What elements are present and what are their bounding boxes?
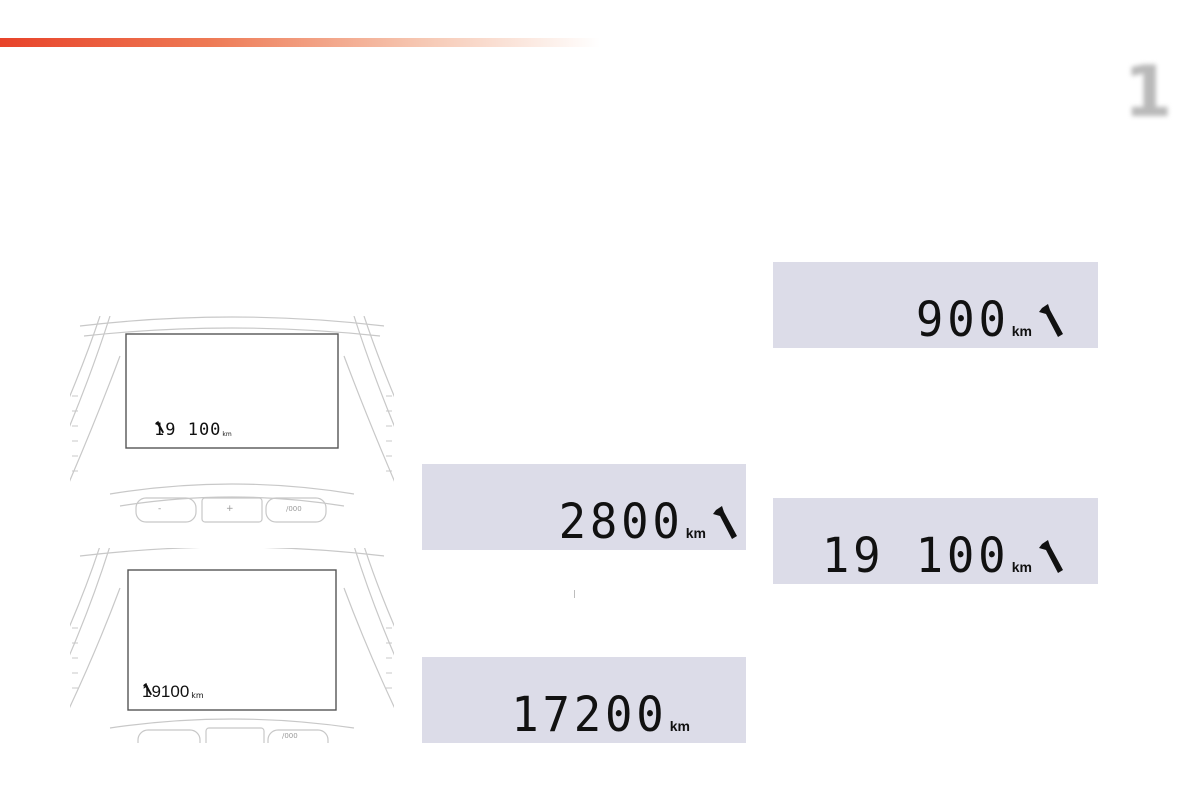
cluster-2-unit: km (191, 691, 204, 700)
cluster-outline-2 (70, 548, 394, 743)
wrench-icon (1039, 304, 1063, 337)
separator-tick (574, 590, 575, 598)
cluster-2-button-reset: /000 (282, 732, 298, 740)
chapter-number: 1 (1123, 51, 1173, 133)
cluster-outline-1 (70, 316, 394, 523)
cluster-1-unit: km (222, 431, 232, 438)
lcd-panel-17200: 17200 km (422, 657, 746, 743)
lcd-panel-2800: 2800 km (422, 464, 746, 550)
cluster-1-button-plus: + (226, 504, 234, 514)
lcd-readout: 2800 km (552, 496, 746, 548)
unit-label: km (685, 525, 706, 541)
mileage-value: 900 (915, 292, 1010, 348)
mileage-value: 2800 (558, 494, 684, 550)
unit-label: km (1011, 323, 1032, 339)
header-accent-bar (0, 38, 600, 47)
instrument-cluster-2: 19100 km /000 (70, 548, 394, 743)
cluster-1-button-minus: - (158, 504, 162, 514)
cluster-1-mileage: 19 100 (154, 420, 222, 440)
lcd-readout: 17200 km (503, 689, 694, 741)
wrench-icon (1039, 540, 1063, 573)
mileage-value: 19 100 (822, 528, 1010, 584)
cluster-1-readout: 19 100 km (154, 420, 233, 440)
wrench-icon (155, 420, 165, 434)
lcd-panel-19100: 19 100 km (773, 498, 1098, 584)
cluster-2-mileage: 19100 (142, 682, 190, 701)
lcd-readout: 900 km (911, 294, 1098, 346)
lcd-readout: 19 100 km (812, 530, 1098, 582)
wrench-icon (143, 682, 153, 696)
lcd-panel-900: 900 km (773, 262, 1098, 348)
mileage-value: 17200 (511, 687, 668, 743)
cluster-1-button-reset: /000 (286, 505, 302, 513)
unit-label: km (1011, 559, 1032, 575)
wrench-icon (713, 506, 737, 539)
cluster-2-readout: 19100 km (142, 682, 206, 702)
unit-label: km (669, 718, 690, 734)
instrument-cluster-1: 19 100 km - + /000 (70, 316, 394, 526)
